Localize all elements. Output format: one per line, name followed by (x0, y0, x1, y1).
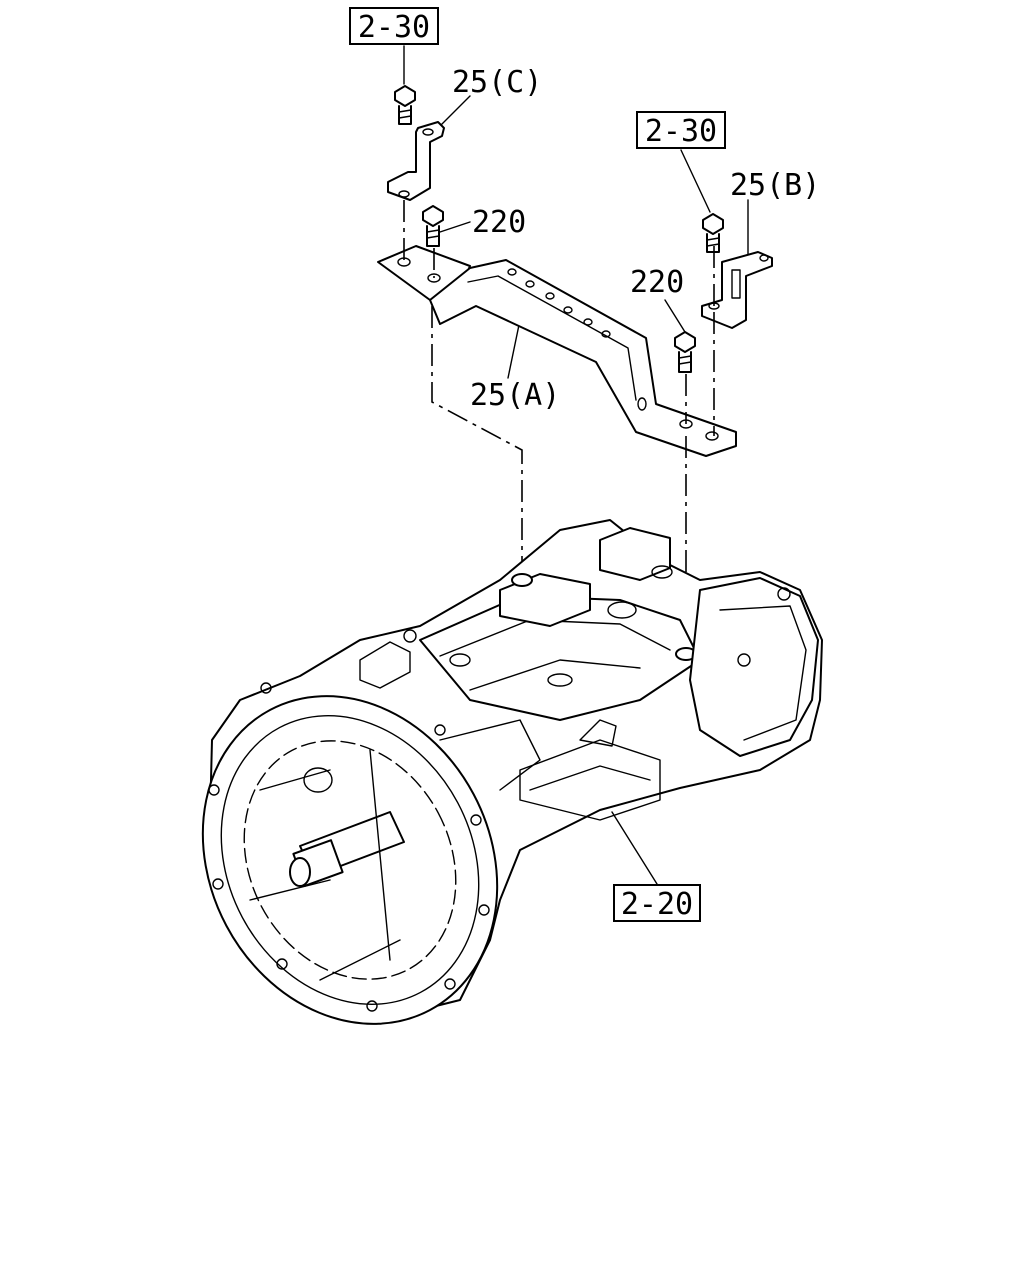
ref-label-top-right: 2-30 (645, 114, 717, 149)
label-bracket-a: 25(A) (470, 378, 560, 413)
bracket-25c[interactable] (387, 121, 445, 201)
leader-lines (403, 45, 749, 885)
bracket-25a[interactable] (377, 245, 737, 457)
label-bracket-b: 25(B) (730, 168, 820, 203)
label-bolt-right: 220 (630, 265, 684, 300)
bracket-25b[interactable] (701, 251, 773, 329)
ref-box-top-right[interactable]: 2-30 (636, 111, 726, 149)
ref-label-top-left: 2-30 (358, 10, 430, 45)
transmission-assembly[interactable] (147, 519, 823, 1076)
ref-box-bottom[interactable]: 2-20 (613, 884, 701, 922)
label-bolt-left: 220 (472, 205, 526, 240)
bolt-icon (394, 85, 416, 125)
bolt-icon (422, 205, 444, 247)
label-bracket-c: 25(C) (452, 65, 542, 100)
bolt-icon (702, 213, 724, 253)
ref-label-bottom: 2-20 (621, 887, 693, 922)
ref-box-top-left[interactable]: 2-30 (349, 7, 439, 45)
bolt-icon (674, 331, 696, 373)
